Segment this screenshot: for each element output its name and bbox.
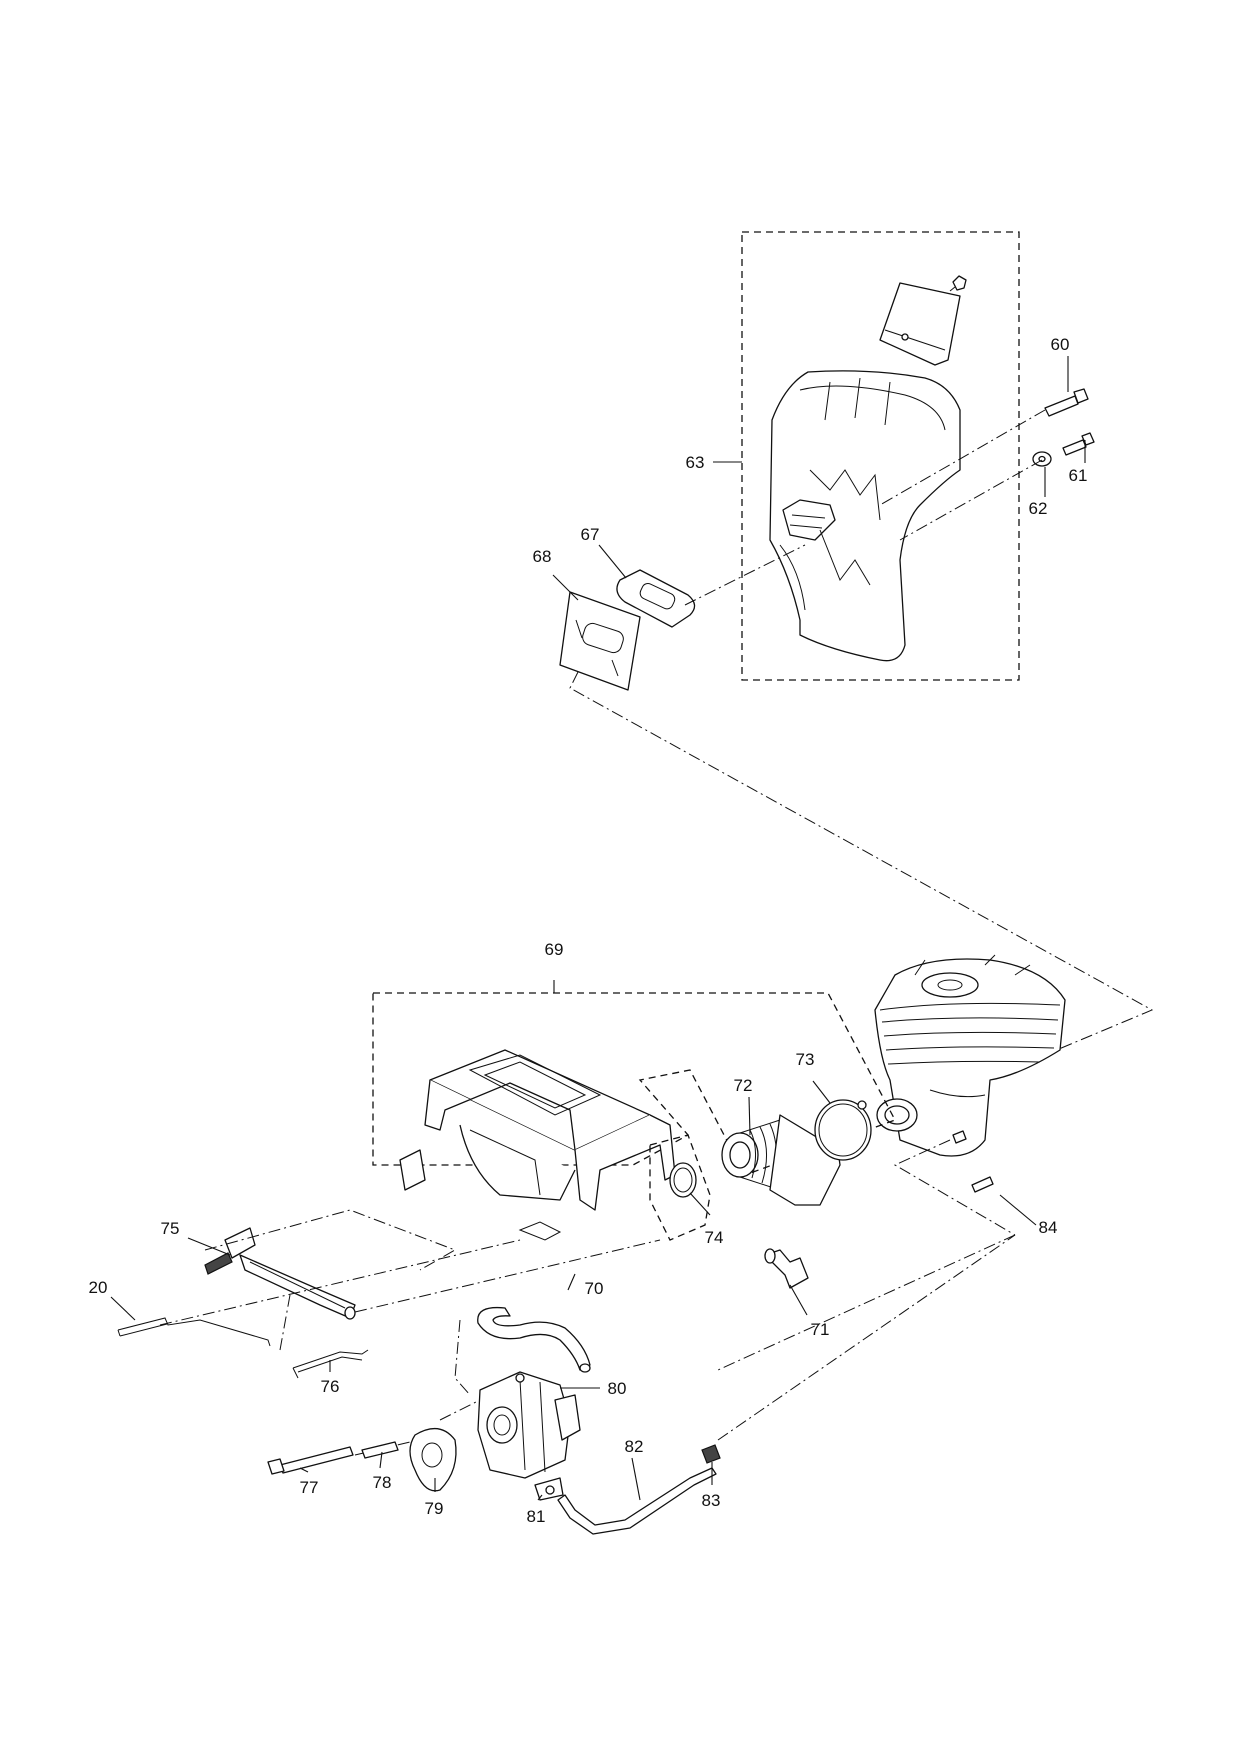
label-79: 79: [425, 1499, 444, 1518]
label-71: 71: [811, 1320, 830, 1339]
air-filter-housing: [399, 1049, 676, 1241]
label-68: 68: [533, 547, 552, 566]
label-75: 75: [161, 1219, 180, 1238]
label-20: 20: [89, 1278, 108, 1297]
label-76: 76: [321, 1377, 340, 1396]
label-84: 84: [1039, 1218, 1058, 1237]
label-70: 70: [585, 1279, 604, 1298]
muffler-group-box: [741, 231, 1020, 681]
intake-manifold-72: [721, 1114, 841, 1206]
cylinder: [874, 954, 1066, 1157]
label-80: 80: [608, 1379, 627, 1398]
label-69: 69: [545, 940, 564, 959]
rod-20: [117, 1317, 271, 1347]
pin-78: [361, 1441, 399, 1459]
label-78: 78: [373, 1473, 392, 1492]
label-63: 63: [686, 453, 705, 472]
label-73: 73: [796, 1050, 815, 1069]
label-72: 72: [734, 1076, 753, 1095]
label-67: 67: [581, 525, 600, 544]
hose-70: [477, 1306, 591, 1373]
label-77: 77: [300, 1478, 319, 1497]
link-76: [292, 1349, 369, 1379]
gasket-68: [559, 591, 641, 691]
elbow-71: [764, 1248, 809, 1289]
stud-84: [952, 1130, 994, 1193]
label-62: 62: [1029, 499, 1048, 518]
gasket-79: [409, 1428, 457, 1492]
ring-74: [669, 1162, 697, 1198]
leader-lines: [110, 356, 1086, 1501]
label-61: 61: [1069, 466, 1088, 485]
muffler: [769, 370, 961, 662]
clamp-73: [814, 1099, 872, 1161]
fuel-line-82: [557, 1467, 717, 1535]
label-74: 74: [705, 1228, 724, 1247]
clip-81: [534, 1477, 564, 1501]
screw-61: [1062, 432, 1095, 456]
label-81: 81: [527, 1507, 546, 1526]
label-83: 83: [702, 1491, 721, 1510]
ring-group-box: [649, 1134, 711, 1241]
muffler-deflector: [879, 275, 967, 366]
gasket-67: [616, 569, 696, 628]
bolt-77: [267, 1446, 354, 1475]
screw-60: [1044, 388, 1089, 417]
carburetor-80: [477, 1371, 581, 1479]
label-60: 60: [1051, 335, 1070, 354]
label-82: 82: [625, 1437, 644, 1456]
connector-83: [701, 1444, 721, 1464]
throttle-lever-75: [204, 1227, 356, 1320]
